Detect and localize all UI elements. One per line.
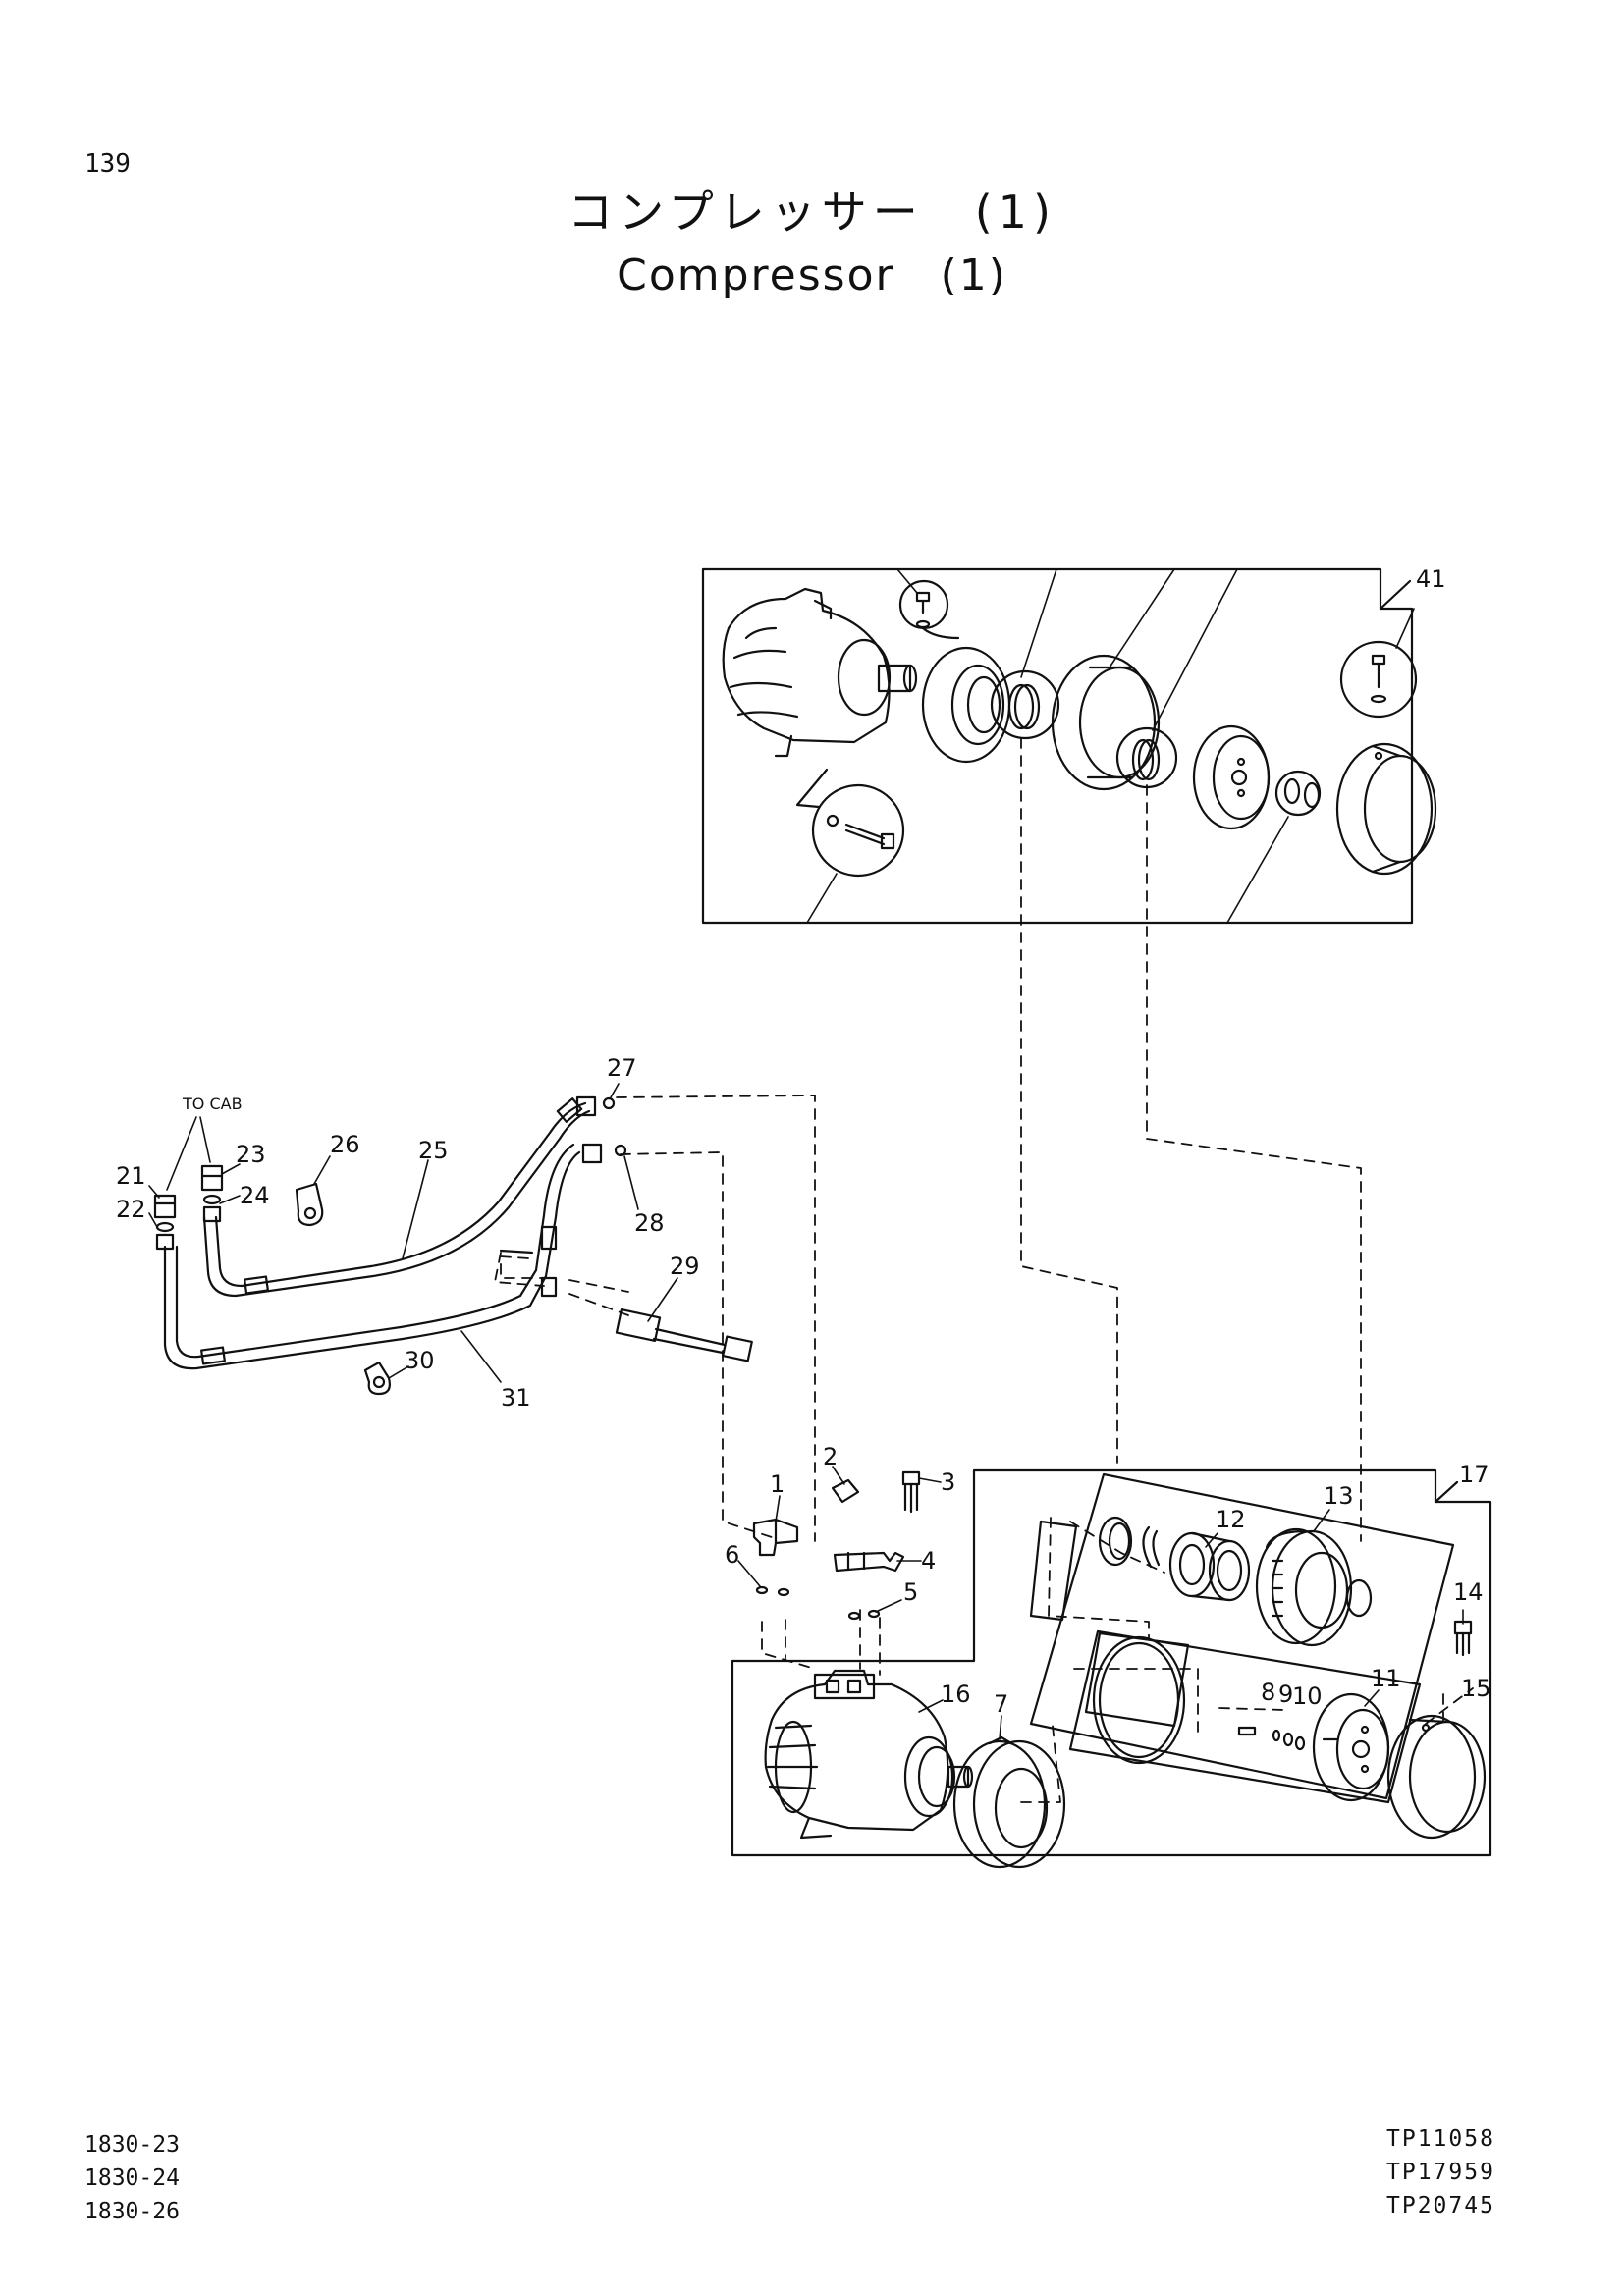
callout-27: 27 (607, 1054, 637, 1082)
bolt-14 (1453, 1620, 1473, 1657)
mount-bolt-circle (795, 768, 905, 878)
shim-pair (1274, 770, 1322, 817)
callout-3: 3 (941, 1468, 955, 1496)
cover-top (1335, 742, 1437, 876)
callout-31: 31 (501, 1384, 531, 1412)
callout-16: 16 (941, 1681, 971, 1708)
callout-28: 28 (634, 1209, 665, 1237)
assembly-17-frame (731, 1468, 1492, 1857)
coil-housing-7 (952, 1735, 1066, 1869)
elbow-28 (581, 1143, 627, 1164)
bolt-3 (901, 1470, 921, 1514)
snap-ring-bottom (1098, 1516, 1133, 1567)
fittings-21-24 (153, 1164, 224, 1251)
to-cab-label: TO CAB (182, 1095, 243, 1113)
retainer-clip (1142, 1525, 1161, 1569)
elbow-27 (575, 1095, 616, 1117)
top-bolt-circle (898, 579, 960, 640)
parts-code: 1830-26 (84, 2199, 180, 2224)
pulley-13 (1255, 1527, 1353, 1647)
compressor-body-16 (764, 1669, 974, 1840)
cap-2 (831, 1478, 860, 1504)
bearing-12 (1168, 1531, 1251, 1602)
callout-24: 24 (240, 1182, 270, 1209)
reference-code: TP20745 (1386, 2193, 1495, 2218)
callout-10: 10 (1292, 1682, 1323, 1710)
callout-41: 41 (1416, 565, 1446, 593)
sensor-29 (499, 1249, 753, 1362)
cover-15 (1386, 1714, 1487, 1840)
o-rings-5 (847, 1609, 881, 1621)
page-number: 139 (84, 149, 131, 179)
snap-ring-circle-1 (990, 669, 1060, 740)
callout-17: 17 (1459, 1461, 1489, 1488)
callout-14: 14 (1453, 1578, 1484, 1606)
sub-frame-hub (1068, 1629, 1422, 1804)
callout-8: 8 (1261, 1679, 1275, 1706)
callout-11: 11 (1371, 1665, 1401, 1692)
reference-code: TP17959 (1386, 2160, 1495, 2185)
callout-25: 25 (418, 1137, 449, 1164)
callout-29: 29 (670, 1253, 700, 1280)
reference-codes: TP11058 TP17959 TP20745 (1386, 2122, 1495, 2222)
fitting-1 (752, 1518, 799, 1557)
cover-bolt-circle (1339, 640, 1418, 719)
clamp-26 (295, 1182, 324, 1227)
callout-13: 13 (1324, 1482, 1354, 1510)
pulley-top (1051, 654, 1161, 791)
dashed-sensor-box (494, 1252, 629, 1316)
callout-9: 9 (1278, 1681, 1293, 1708)
top-leader-lines (806, 568, 1415, 924)
callout-6: 6 (725, 1541, 739, 1569)
callout-21: 21 (116, 1162, 146, 1190)
callout-12: 12 (1216, 1506, 1246, 1533)
sub-frame-clutch (1029, 1472, 1455, 1800)
coil-ring (921, 646, 1011, 764)
callout-5: 5 (903, 1578, 918, 1606)
parts-codes: 1830-23 1830-24 1830-26 (84, 2128, 180, 2228)
callout-26: 26 (330, 1131, 360, 1158)
title-japanese: コンプレッサー (1) (568, 186, 1056, 239)
callout-7: 7 (994, 1690, 1008, 1718)
sub-frame-dashed-box (1029, 1520, 1190, 1728)
reference-code: TP11058 (1386, 2126, 1495, 2152)
gasket-ring (1092, 1635, 1186, 1765)
compressor-body-top (722, 587, 918, 758)
parts-code: 1830-24 (84, 2165, 180, 2191)
callout-labels: TO CAB 21 22 23 24 25 26 27 28 29 30 31 … (116, 565, 1491, 1718)
callout-2: 2 (823, 1443, 838, 1470)
hub-11 (1312, 1692, 1390, 1802)
callout-leaders (148, 1083, 1464, 1740)
callout-30: 30 (405, 1347, 435, 1374)
o-rings-6 (755, 1585, 790, 1597)
callout-22: 22 (116, 1196, 146, 1223)
title-english: Compressor (1) (617, 250, 1007, 300)
thrust-ring (1345, 1578, 1373, 1618)
dashed-guides (500, 737, 1474, 1803)
hose-25 (202, 1097, 591, 1298)
hose-31 (163, 1143, 581, 1370)
assembly-41-frame (701, 567, 1414, 925)
parts-code: 1830-23 (84, 2132, 180, 2158)
callout-1: 1 (770, 1470, 785, 1498)
callout-23: 23 (236, 1141, 266, 1168)
clamp-30 (363, 1361, 391, 1396)
fitting-4 (833, 1551, 905, 1573)
callout-4: 4 (921, 1547, 936, 1575)
hub-plate-top (1192, 724, 1271, 830)
callout-15: 15 (1461, 1675, 1491, 1702)
shim-set-8-9-10 (1237, 1726, 1306, 1751)
